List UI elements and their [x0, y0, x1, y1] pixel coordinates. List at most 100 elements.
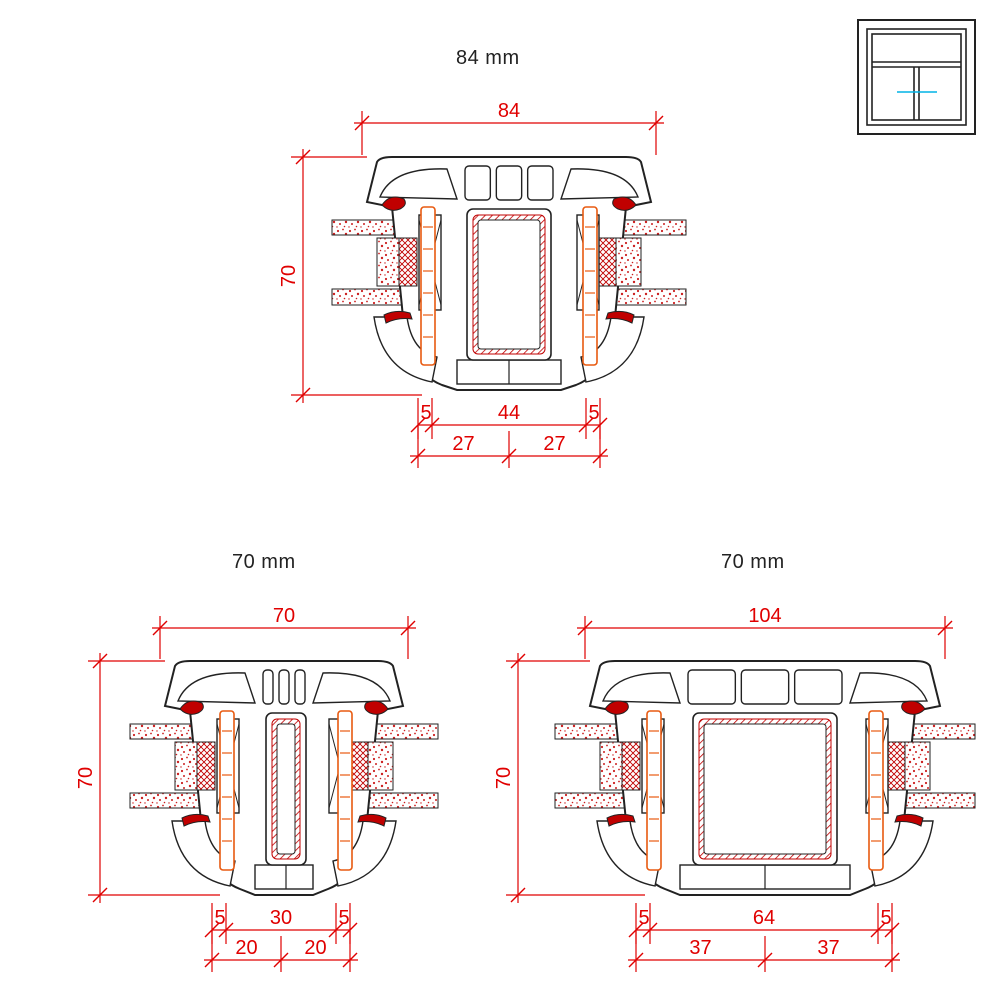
half-left-label: 20	[235, 937, 257, 959]
dimension-tick	[152, 620, 168, 636]
glazing-seal-top	[901, 700, 926, 715]
height-dimension-label: 70	[493, 767, 515, 789]
height-dimension-label: 70	[75, 767, 97, 789]
glazing-seal-top	[381, 196, 406, 211]
corner-chamber-right	[560, 168, 640, 200]
width-dimension-label: 70	[273, 605, 295, 627]
dimension-tick	[648, 115, 664, 131]
spacer-right	[886, 741, 906, 791]
dimension-tick	[510, 653, 526, 669]
section-title-bottom-right: 70 mm	[721, 551, 785, 573]
reinforcement-channel	[868, 710, 884, 871]
top-chamber	[687, 669, 737, 705]
section-title-top: 84 mm	[456, 47, 520, 69]
steel-box-inner	[703, 723, 827, 855]
top-chamber	[262, 669, 274, 705]
top-chamber	[464, 165, 492, 201]
half-right-label: 27	[543, 433, 565, 455]
height-dimension-label: 70	[278, 265, 300, 287]
glazing-seal-bottom	[181, 813, 211, 827]
lower-arm-left	[373, 316, 438, 383]
glazing-seal-top	[179, 700, 204, 715]
insulation-right	[367, 741, 394, 791]
lower-arm-right	[869, 820, 934, 887]
insulation-right	[615, 237, 642, 287]
lower-arm-right	[580, 316, 645, 383]
spacer-right	[597, 237, 617, 287]
spacer-left	[196, 741, 216, 791]
left-offset-label: 5	[638, 907, 649, 929]
dimension-tick	[218, 922, 234, 938]
half-right-label: 20	[304, 937, 326, 959]
left-offset-label: 5	[214, 907, 225, 929]
dimension-tick	[424, 417, 440, 433]
dimension-tick	[577, 620, 593, 636]
corner-chamber-right	[312, 672, 392, 704]
section-title-bottom-left: 70 mm	[232, 551, 296, 573]
glazing-seal-bottom	[383, 310, 413, 324]
right-offset-label: 5	[338, 907, 349, 929]
top-chamber	[526, 165, 554, 201]
right-offset-label: 5	[880, 907, 891, 929]
dimension-tick	[295, 387, 311, 403]
reinforcement-channel	[646, 710, 662, 871]
corner-chamber-left	[176, 672, 256, 704]
glazing-seal-bottom	[605, 310, 635, 324]
top-chamber	[278, 669, 290, 705]
dimension-tick	[328, 922, 344, 938]
insulation-left	[174, 741, 201, 791]
dimension-tick	[870, 922, 886, 938]
window-elevation-icon	[857, 19, 976, 135]
top-chamber	[294, 669, 306, 705]
left-offset-label: 5	[420, 402, 431, 424]
dimension-tick	[295, 149, 311, 165]
width-dimension-label: 104	[748, 605, 781, 627]
top-chamber	[495, 165, 523, 201]
glazing-seal-bottom	[357, 813, 387, 827]
glazing-seal-top	[364, 700, 389, 715]
lower-arm-left	[596, 820, 661, 887]
dimension-tick	[342, 952, 358, 968]
reinforcement-channel	[337, 710, 353, 871]
middle-dimension-label: 44	[498, 402, 520, 424]
dimension-tick	[400, 620, 416, 636]
profile-section-70mm-left: 70 70 5 30 5 20 20	[75, 605, 439, 972]
corner-chamber-right	[849, 672, 929, 704]
top-chamber	[793, 669, 843, 705]
dimension-tick	[501, 448, 517, 464]
lower-arm-left	[171, 820, 236, 887]
dimension-tick	[937, 620, 953, 636]
insulation-right	[904, 741, 931, 791]
insulation-left	[599, 741, 626, 791]
half-right-label: 37	[817, 937, 839, 959]
middle-dimension-label: 30	[270, 907, 292, 929]
dimension-tick	[410, 448, 426, 464]
corner-chamber-left	[601, 672, 681, 704]
dimension-tick	[273, 952, 289, 968]
spacer-left	[398, 237, 418, 287]
dimension-tick	[642, 922, 658, 938]
dimension-tick	[510, 887, 526, 903]
dimension-tick	[628, 952, 644, 968]
glazing-seal-bottom	[894, 813, 924, 827]
steel-box-inner	[276, 723, 296, 855]
reinforcement-channel	[420, 206, 436, 366]
dimension-tick	[757, 952, 773, 968]
dimension-tick	[592, 448, 608, 464]
dimension-tick	[578, 417, 594, 433]
dimension-tick	[204, 952, 220, 968]
steel-box-inner	[477, 219, 541, 350]
width-dimension-label: 84	[498, 100, 520, 122]
half-left-label: 37	[689, 937, 711, 959]
glazing-seal-top	[604, 700, 629, 715]
corner-chamber-left	[378, 168, 458, 200]
top-chamber	[740, 669, 790, 705]
dimension-tick	[884, 952, 900, 968]
dimension-tick	[92, 887, 108, 903]
reinforcement-channel	[582, 206, 598, 366]
dimension-tick	[354, 115, 370, 131]
dimension-tick	[92, 653, 108, 669]
